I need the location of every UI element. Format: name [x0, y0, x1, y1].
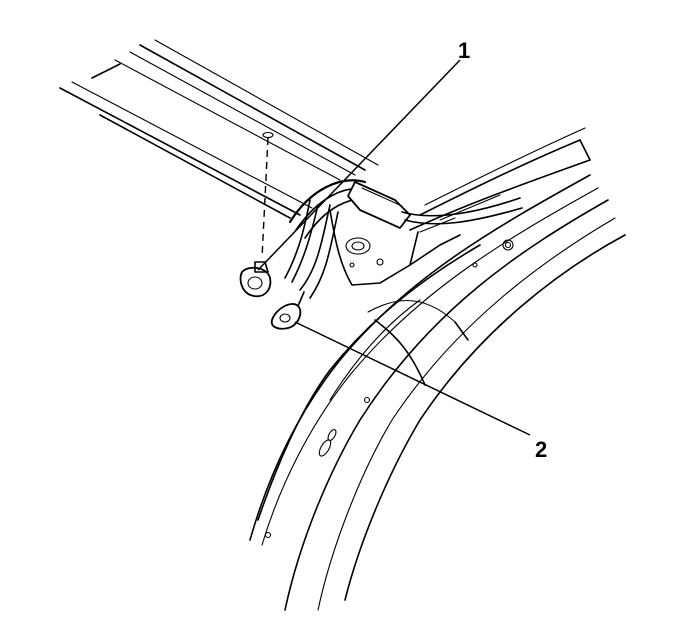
wire-harness [284, 179, 523, 299]
side-rail [409, 127, 591, 231]
callout-1: 1 [257, 38, 470, 271]
roof-rail [59, 39, 379, 219]
pillar-holes [264, 239, 514, 539]
callout-2-label: 2 [535, 437, 547, 462]
pillar [249, 174, 626, 611]
bracket [329, 209, 461, 286]
callout-1-label: 1 [458, 38, 470, 63]
callout-2: 2 [294, 321, 547, 462]
ground-ring-terminal [270, 291, 305, 330]
bolt [239, 131, 274, 298]
